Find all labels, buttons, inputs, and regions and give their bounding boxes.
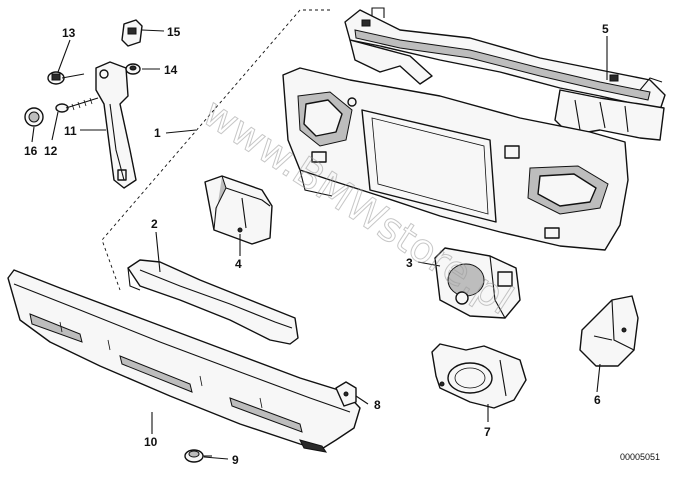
part-14-nut[interactable] bbox=[125, 63, 141, 75]
part-13-bolt[interactable] bbox=[47, 71, 85, 85]
part-3-headlight-carrier[interactable] bbox=[434, 247, 521, 319]
callout-1: 1 bbox=[154, 126, 161, 140]
callout-13: 13 bbox=[62, 26, 76, 40]
callout-7: 7 bbox=[484, 425, 491, 439]
callout-11: 11 bbox=[64, 124, 77, 138]
callout-9: 9 bbox=[232, 453, 239, 467]
part-11-mounting-strap[interactable] bbox=[95, 61, 137, 189]
diagram-reference-number: 00005051 bbox=[620, 452, 660, 462]
callout-2: 2 bbox=[151, 217, 158, 231]
part-7-headlight-bracket[interactable] bbox=[431, 343, 527, 409]
callout-6: 6 bbox=[594, 393, 601, 407]
callout-8: 8 bbox=[374, 398, 381, 412]
part-4-bracket[interactable] bbox=[204, 175, 273, 245]
callout-4: 4 bbox=[235, 257, 242, 271]
part-5-upper-crossmember[interactable] bbox=[344, 7, 666, 141]
callout-16: 16 bbox=[24, 144, 38, 158]
callout-14: 14 bbox=[164, 63, 178, 77]
callout-15: 15 bbox=[167, 25, 181, 39]
part-16-cap[interactable] bbox=[24, 107, 44, 127]
part-2-bumper-carrier[interactable] bbox=[127, 259, 299, 345]
part-15-clip-nut[interactable] bbox=[121, 19, 143, 47]
assembly-outline bbox=[101, 9, 330, 291]
callout-5: 5 bbox=[602, 22, 609, 36]
part-8-clip[interactable] bbox=[335, 381, 357, 407]
leader-lines bbox=[31, 29, 608, 460]
part-9-screw[interactable] bbox=[184, 449, 212, 463]
callout-12: 12 bbox=[44, 144, 58, 158]
callout-labels: 1 2 3 4 5 6 7 8 9 10 11 12 13 14 15 16 bbox=[24, 22, 609, 467]
callout-3: 3 bbox=[406, 256, 413, 270]
part-1-front-panel[interactable] bbox=[282, 67, 629, 251]
callout-10: 10 bbox=[144, 435, 158, 449]
part-10-bumper[interactable] bbox=[7, 269, 361, 453]
part-12-screw[interactable] bbox=[55, 97, 99, 113]
part-6-corner-bracket[interactable] bbox=[579, 295, 639, 367]
